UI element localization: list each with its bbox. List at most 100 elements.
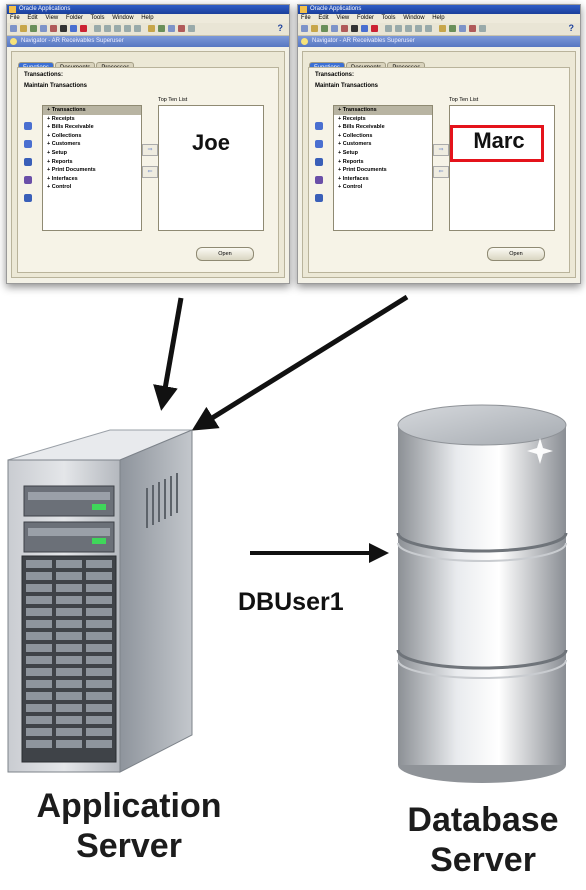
list-item[interactable]: + Transactions	[43, 106, 141, 115]
open-button[interactable]: Open	[196, 247, 254, 261]
list-item[interactable]: + Control	[47, 184, 72, 191]
list-item[interactable]: + Print Documents	[338, 167, 387, 174]
list-item[interactable]: + Setup	[338, 149, 359, 156]
top-ten-list[interactable]: Marc	[449, 105, 555, 231]
list-item[interactable]: + Print Documents	[47, 167, 96, 174]
menu-bar: File Edit View Folder Tools Window Help	[7, 14, 289, 23]
list-item[interactable]: + Interfaces	[338, 175, 369, 182]
help-icon[interactable]: ?	[568, 23, 575, 33]
top-ten-list[interactable]: Joe	[158, 105, 264, 231]
help-icon[interactable]: ?	[277, 23, 284, 33]
menu-help[interactable]: Help	[432, 15, 445, 21]
find-icon[interactable]	[361, 25, 368, 32]
open-button[interactable]: Open	[487, 247, 545, 261]
print-icon[interactable]	[321, 25, 328, 32]
menu-edit[interactable]: Edit	[27, 15, 38, 21]
stop-icon[interactable]	[80, 25, 87, 32]
menu-tools[interactable]: Tools	[90, 15, 105, 21]
collapse-icon[interactable]	[315, 140, 323, 148]
menu-file[interactable]: File	[10, 15, 20, 21]
folder-icon[interactable]	[158, 25, 165, 32]
find-icon[interactable]	[70, 25, 77, 32]
copy-icon[interactable]	[104, 25, 111, 32]
stop-icon[interactable]	[371, 25, 378, 32]
spell-icon[interactable]	[479, 25, 486, 32]
record-icon[interactable]	[178, 25, 185, 32]
clear-icon[interactable]	[415, 25, 422, 32]
menu-file[interactable]: File	[301, 15, 311, 21]
list-item[interactable]: + Bills Receivable	[338, 124, 385, 131]
cut-icon[interactable]	[94, 25, 101, 32]
print-icon[interactable]	[30, 25, 37, 32]
list-item[interactable]: + Setup	[47, 149, 68, 156]
list-item[interactable]: + Receipts	[47, 115, 75, 122]
menu-view[interactable]: View	[336, 15, 350, 21]
navigator-window-icon	[10, 38, 17, 45]
expand-icon[interactable]	[24, 122, 32, 130]
list-item[interactable]: + Customers	[338, 141, 372, 148]
list-item[interactable]: + Bills Receivable	[47, 124, 94, 131]
expand-all-icon[interactable]	[315, 176, 323, 184]
list-item[interactable]: + Customers	[47, 141, 81, 148]
navigator-icon[interactable]	[40, 25, 47, 32]
translation-icon[interactable]	[459, 25, 466, 32]
menu-window[interactable]: Window	[403, 15, 425, 21]
spell-icon[interactable]	[188, 25, 195, 32]
function-list[interactable]: + Transactions + Receipts + Bills Receiv…	[42, 105, 142, 231]
db-server-label-line1: Database	[407, 801, 559, 839]
navigator-icon[interactable]	[331, 25, 338, 32]
folder-icon[interactable]	[449, 25, 456, 32]
list-item[interactable]: + Collections	[47, 132, 82, 139]
user-name-joe: Joe	[192, 130, 230, 155]
open-icon[interactable]	[301, 25, 308, 32]
menu-folder[interactable]: Folder	[356, 15, 374, 21]
save-icon[interactable]	[311, 25, 318, 32]
list-item[interactable]: + Interfaces	[47, 175, 78, 182]
navigator-bar: Navigator - AR Receivables Superuser	[298, 36, 580, 47]
remove-from-list-icon[interactable]: ⇐	[433, 166, 449, 178]
copy-icon[interactable]	[395, 25, 402, 32]
expand-branch-icon[interactable]	[315, 158, 323, 166]
attach-icon[interactable]	[351, 25, 358, 32]
menu-view[interactable]: View	[45, 15, 59, 21]
delete-icon[interactable]	[425, 25, 432, 32]
app-server-label-line2: Server	[76, 827, 182, 865]
add-to-list-icon[interactable]: ⇒	[433, 144, 449, 156]
delete-icon[interactable]	[134, 25, 141, 32]
expand-all-icon[interactable]	[24, 176, 32, 184]
paste-icon[interactable]	[114, 25, 121, 32]
cut-icon[interactable]	[385, 25, 392, 32]
menu-window[interactable]: Window	[112, 15, 134, 21]
menu-help[interactable]: Help	[141, 15, 154, 21]
menu-tools[interactable]: Tools	[381, 15, 396, 21]
list-item[interactable]: + Transactions	[334, 106, 432, 115]
collapse-all-icon[interactable]	[315, 194, 323, 202]
open-icon[interactable]	[10, 25, 17, 32]
zoom-icon[interactable]	[50, 25, 57, 32]
collapse-icon[interactable]	[24, 140, 32, 148]
function-list[interactable]: + Transactions + Receipts + Bills Receiv…	[333, 105, 433, 231]
menu-edit[interactable]: Edit	[318, 15, 329, 21]
list-item[interactable]: + Reports	[338, 158, 364, 165]
application-server-icon	[7, 429, 193, 773]
clear-icon[interactable]	[124, 25, 131, 32]
zoom-icon[interactable]	[341, 25, 348, 32]
add-to-list-icon[interactable]: ⇒	[142, 144, 158, 156]
edit-icon[interactable]	[148, 25, 155, 32]
record-icon[interactable]	[469, 25, 476, 32]
expand-icon[interactable]	[315, 122, 323, 130]
translation-icon[interactable]	[168, 25, 175, 32]
save-icon[interactable]	[20, 25, 27, 32]
list-item[interactable]: + Receipts	[338, 115, 366, 122]
list-item[interactable]: + Collections	[338, 132, 373, 139]
remove-from-list-icon[interactable]: ⇐	[142, 166, 158, 178]
attach-icon[interactable]	[60, 25, 67, 32]
menu-folder[interactable]: Folder	[65, 15, 83, 21]
edit-icon[interactable]	[439, 25, 446, 32]
list-item[interactable]: + Control	[338, 184, 363, 191]
expand-branch-icon[interactable]	[24, 158, 32, 166]
collapse-all-icon[interactable]	[24, 194, 32, 202]
app-server-label: Application Server	[4, 786, 254, 866]
list-item[interactable]: + Reports	[47, 158, 73, 165]
paste-icon[interactable]	[405, 25, 412, 32]
